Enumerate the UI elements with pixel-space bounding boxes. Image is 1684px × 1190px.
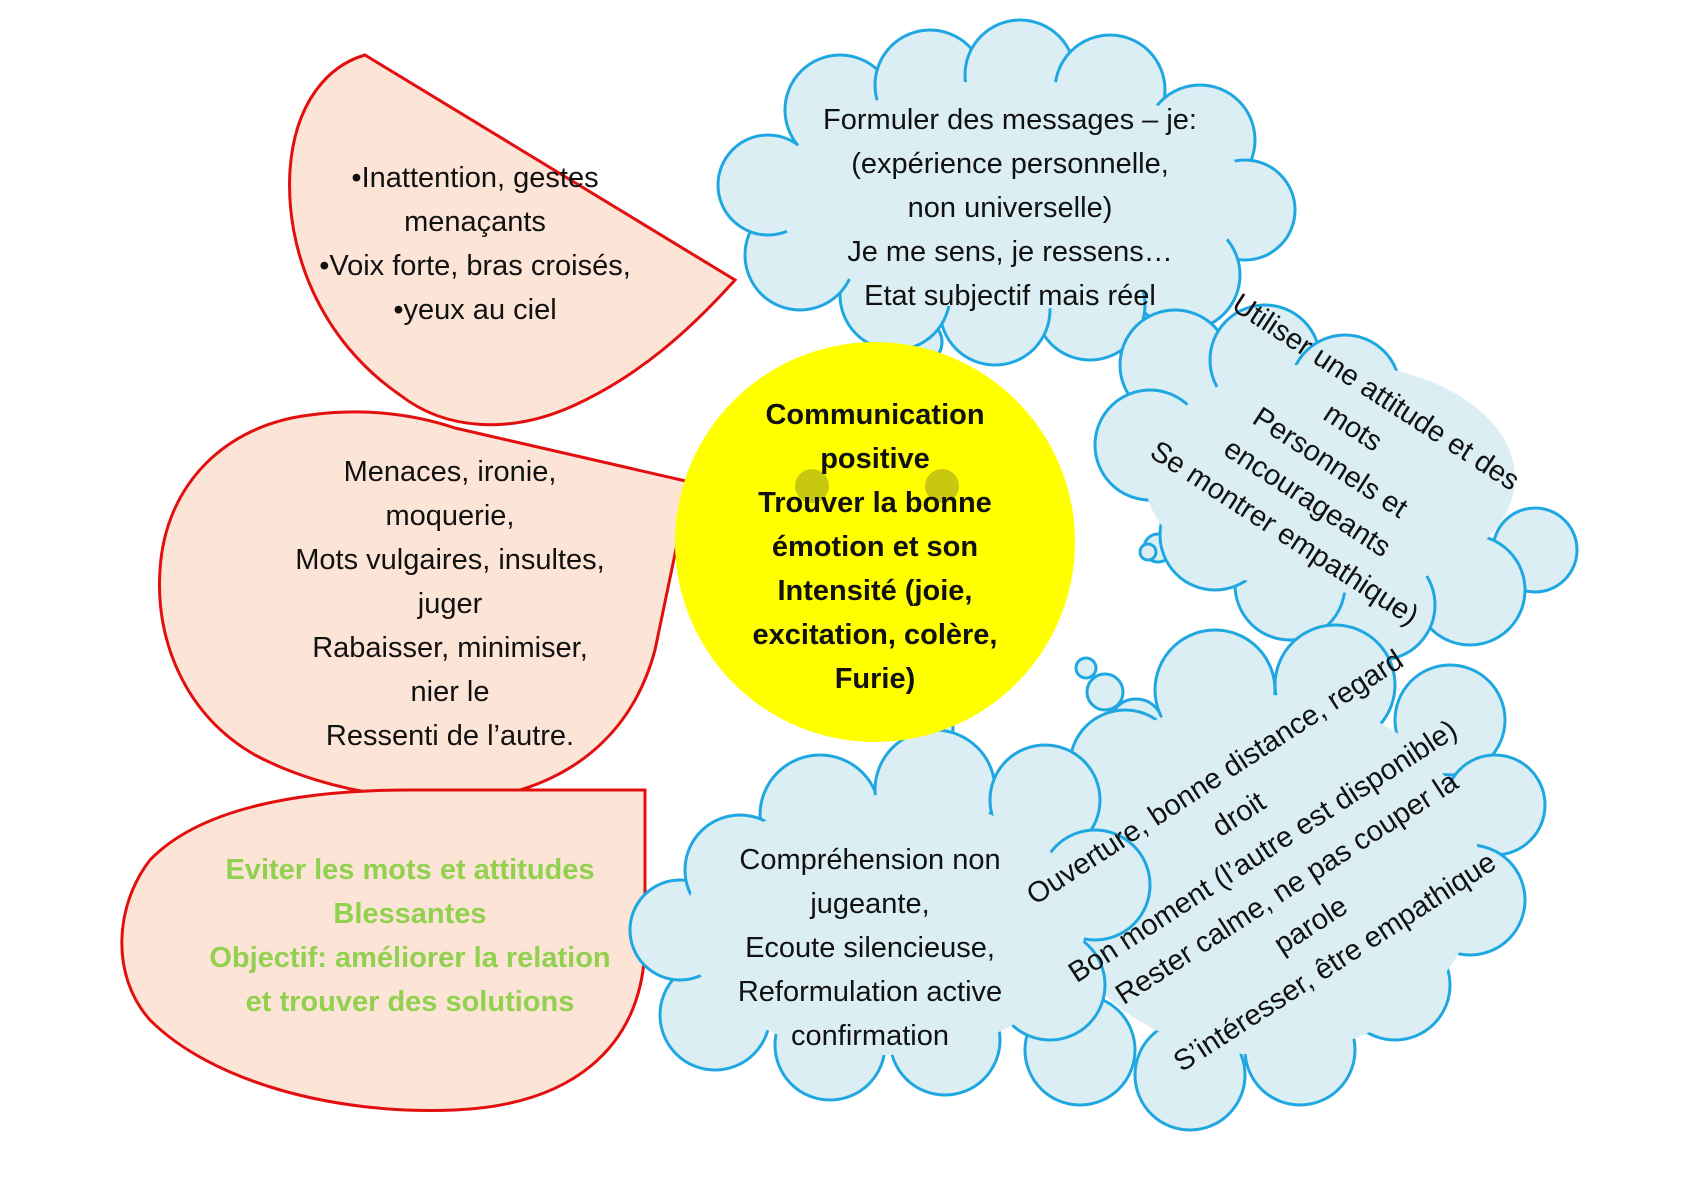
drop-top-line: menaçants — [404, 206, 546, 238]
drop-top-text: •Inattention, gestes menaçants •Voix for… — [290, 156, 660, 332]
cloud-bottom-left-fill — [685, 795, 1085, 1055]
cloud-right-fill — [1145, 363, 1515, 593]
drop-middle-line: Ressenti de l’autre. — [325, 720, 575, 752]
drop-middle-line: juger — [417, 588, 483, 620]
bubble-br-2 — [1085, 672, 1125, 712]
cloud-top-line: Etat subjectif mais réel — [864, 280, 1156, 312]
cloud-bottom-left-line: jugeante, — [810, 888, 930, 920]
center-line: Intensité (joie, — [777, 575, 973, 607]
drop-middle-line: moquerie, — [385, 500, 515, 532]
teardrop-top — [288, 53, 738, 427]
center-line: Trouver la bonne — [758, 487, 992, 519]
cloud-top-line: (expérience personnelle, — [851, 148, 1169, 180]
teardrop-bottom — [120, 788, 647, 1112]
center-text: Communication positive Trouver la bonne … — [715, 393, 1035, 701]
center-eye-left — [795, 469, 829, 503]
drop-bottom-line: Eviter les mots et attitudes — [225, 854, 595, 886]
center-line: émotion et son — [771, 531, 979, 563]
cloud-bottom-left-line: Ecoute silencieuse, — [745, 932, 995, 964]
cloud-bottom-left-line: Reformulation active — [737, 976, 1003, 1008]
center-line: Furie) — [834, 663, 916, 695]
cloud-top-fill — [775, 80, 1245, 310]
drop-bottom-text: Eviter les mots et attitudes Blessantes … — [180, 848, 640, 1024]
drop-top-line: •Inattention, gestes — [351, 162, 599, 194]
cloud-top-text: Formuler des messages – je: (expérience … — [800, 98, 1220, 318]
bubble-right-3 — [1138, 542, 1158, 562]
cloud-bottom-right-fill — [1050, 695, 1480, 1055]
drop-bottom-line: et trouver des solutions — [245, 986, 575, 1018]
center-line: positive — [820, 443, 930, 475]
drop-middle-text: Menaces, ironie, moquerie, Mots vulgaire… — [255, 450, 645, 758]
cloud-top-line: non universelle) — [907, 192, 1113, 224]
bubble-br-3 — [1074, 656, 1098, 680]
drop-bottom-line: Objectif: améliorer la relation — [209, 942, 611, 974]
center-circle — [675, 342, 1075, 742]
cloud-bottom-left-line: confirmation — [791, 1020, 949, 1052]
drop-middle-line: nier le — [410, 676, 490, 708]
cloud-bottom-left-text: Compréhension non jugeante, Ecoute silen… — [690, 838, 1050, 1058]
center-line: excitation, colère, — [752, 619, 998, 651]
cloud-bottom-left-line: Compréhension non — [739, 844, 1001, 876]
drop-middle-line: Mots vulgaires, insultes, — [295, 544, 605, 576]
center-eye-right — [925, 469, 959, 503]
drop-bottom-line: Blessantes — [333, 898, 487, 930]
drop-middle-line: Rabaisser, minimiser, — [312, 632, 588, 664]
drop-top-line: •Voix forte, bras croisés, — [319, 250, 631, 282]
drop-top-line: •yeux au ciel — [393, 294, 557, 326]
center-line: Communication — [765, 399, 985, 431]
cloud-top-line: Formuler des messages – je: — [823, 104, 1197, 136]
cloud-top-line: Je me sens, je ressens… — [847, 236, 1173, 268]
teardrop-middle — [157, 410, 692, 801]
drop-middle-line: Menaces, ironie, — [343, 456, 557, 488]
